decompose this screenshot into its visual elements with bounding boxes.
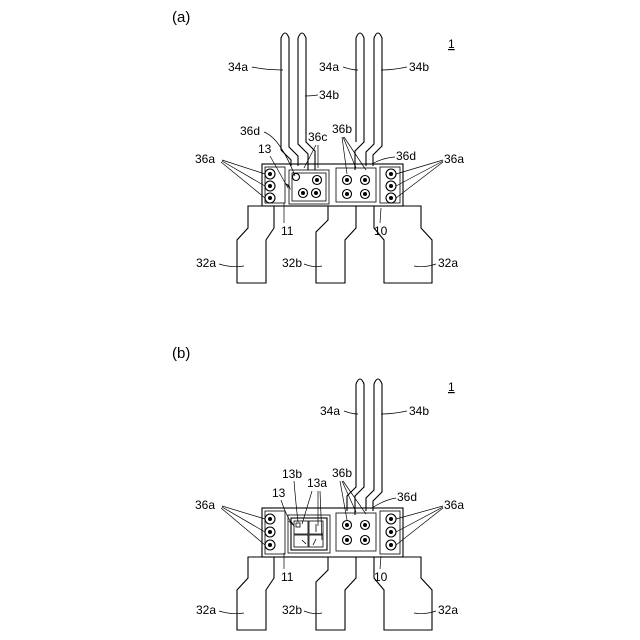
label-34b-top: 34b bbox=[409, 60, 429, 74]
pin-34b-left bbox=[298, 33, 315, 170]
label-13-b: 13 bbox=[272, 486, 286, 500]
label-11: 11 bbox=[281, 224, 294, 238]
label-32b: 32b bbox=[282, 256, 302, 270]
label-34a-left: 34a bbox=[228, 60, 248, 74]
label-34a-b: 34a bbox=[320, 404, 340, 418]
pin-34a-left bbox=[281, 33, 298, 166]
label-36a-left: 36a bbox=[195, 152, 215, 166]
label-32a-right-b: 32a bbox=[438, 603, 458, 617]
label-10: 10 bbox=[374, 224, 388, 238]
lead-32a-left-b bbox=[237, 547, 274, 630]
label-32a-left-b: 32a bbox=[196, 603, 216, 617]
label-13b: 13b bbox=[282, 467, 302, 481]
panel-b-figure-number: 1 bbox=[448, 380, 455, 394]
label-13a: 13a bbox=[307, 476, 327, 490]
panel-a-label: (a) bbox=[172, 9, 190, 26]
label-32a-right: 32a bbox=[438, 256, 458, 270]
lead-32a-left bbox=[237, 196, 274, 283]
lead-32b-b bbox=[316, 557, 356, 630]
label-34a-mid: 34a bbox=[319, 60, 339, 74]
label-32b-b: 32b bbox=[282, 603, 302, 617]
package-body bbox=[262, 164, 403, 206]
panel-b: (b) 1 bbox=[172, 345, 464, 630]
label-32a-left: 32a bbox=[196, 256, 216, 270]
label-36a-right-b: 36a bbox=[444, 498, 464, 512]
lead-32a-right-b bbox=[374, 547, 432, 630]
label-36b: 36b bbox=[332, 122, 352, 136]
lead-32a-right bbox=[374, 196, 432, 283]
label-34b-b: 34b bbox=[409, 404, 429, 418]
pin-34b-right bbox=[366, 33, 382, 166]
package-body-b bbox=[262, 508, 403, 557]
label-36a-left-b: 36a bbox=[195, 498, 215, 512]
label-36b-b: 36b bbox=[332, 466, 352, 480]
panel-a-figure-number: 1 bbox=[448, 37, 455, 51]
pin-34a-right bbox=[355, 33, 364, 170]
pin-34a-b bbox=[347, 379, 364, 515]
label-36a-right: 36a bbox=[444, 152, 464, 166]
label-11-b: 11 bbox=[281, 570, 294, 584]
panel-b-label: (b) bbox=[172, 345, 190, 362]
pin-34b-b bbox=[366, 379, 382, 511]
label-36d-b: 36d bbox=[397, 490, 417, 504]
label-34b-mid: 34b bbox=[319, 88, 339, 102]
label-36d-left: 36d bbox=[240, 124, 260, 138]
label-13: 13 bbox=[258, 142, 272, 156]
label-36d-right: 36d bbox=[396, 149, 416, 163]
label-10-b: 10 bbox=[374, 570, 388, 584]
panel-a: (a) 1 bbox=[172, 9, 464, 283]
lead-32b bbox=[316, 206, 356, 283]
label-36c: 36c bbox=[308, 130, 327, 144]
